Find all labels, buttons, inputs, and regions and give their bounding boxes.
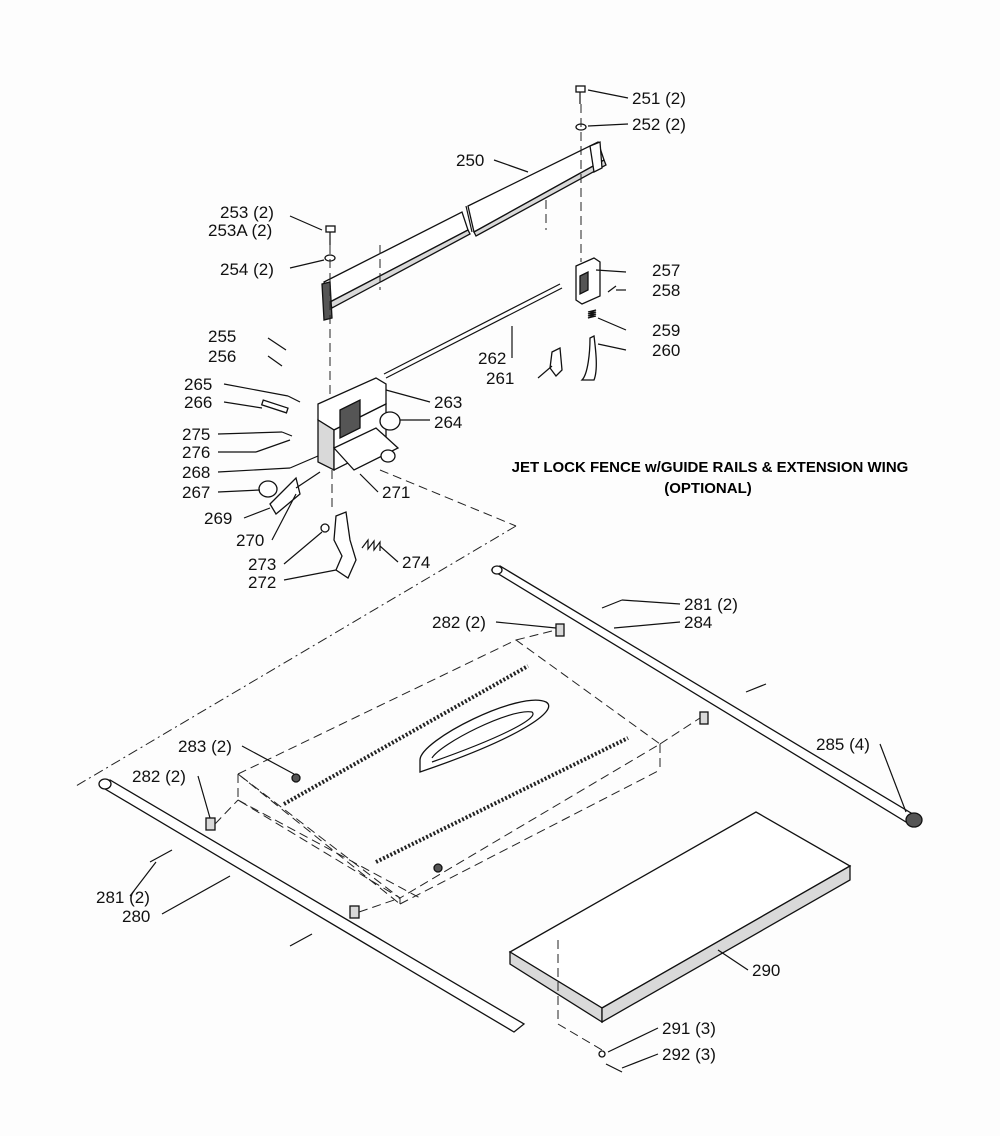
label-256: 256 (208, 347, 236, 366)
front-rail-280 (98, 778, 526, 1033)
end-cap-285 (905, 812, 923, 828)
label-269: 269 (204, 509, 232, 528)
saw-table (237, 639, 661, 906)
front-lock-head-263 (317, 377, 400, 472)
label-258: 258 (652, 281, 680, 300)
label-251: 251 (2) (632, 89, 686, 108)
spring-259 (587, 309, 597, 319)
label-253a: 253A (2) (208, 221, 272, 240)
label-257: 257 (652, 261, 680, 280)
label-262: 262 (478, 349, 506, 368)
label-274: 274 (402, 553, 430, 572)
screw-276 (255, 439, 291, 453)
label-292: 292 (3) (662, 1045, 716, 1064)
label-254: 254 (2) (220, 260, 274, 279)
shaft-270 (295, 471, 321, 489)
label-255: 255 (208, 327, 236, 346)
label-276: 276 (182, 443, 210, 462)
extension-wing-290 (508, 811, 852, 1024)
label-281-rear: 281 (2) (684, 595, 738, 614)
pin-258 (607, 285, 617, 293)
label-263: 263 (434, 393, 462, 412)
label-261: 261 (486, 369, 514, 388)
label-267: 267 (182, 483, 210, 502)
label-282-rear: 282 (2) (432, 613, 486, 632)
label-259: 259 (652, 321, 680, 340)
label-275: 275 (182, 425, 210, 444)
label-284: 284 (684, 613, 712, 632)
bolt-281-front (149, 849, 173, 863)
shaft-268 (289, 455, 319, 469)
clip-261 (549, 346, 563, 377)
screw-253 (325, 225, 336, 245)
diagram-title: JET LOCK FENCE w/GUIDE RAILS & EXTENSION… (512, 459, 909, 476)
pin-275 (281, 431, 293, 437)
label-282-front: 282 (2) (132, 767, 186, 786)
bracket-282-front (205, 817, 216, 831)
label-265: 265 (184, 375, 212, 394)
label-290: 290 (752, 961, 780, 980)
knob-264 (379, 411, 401, 431)
label-260: 260 (652, 341, 680, 360)
label-266: 266 (184, 393, 212, 412)
spring-274 (361, 538, 381, 552)
label-291: 291 (3) (662, 1019, 716, 1038)
bolt-281-rear (601, 599, 623, 609)
rod-262 (383, 283, 561, 375)
cam-272 (333, 511, 357, 579)
pin-265 (287, 395, 301, 403)
label-268: 268 (182, 463, 210, 482)
handle-269 (269, 476, 301, 515)
label-272: 272 (248, 573, 276, 592)
label-253: 253 (2) (220, 203, 274, 222)
screw-292 (605, 1063, 623, 1073)
screw-251 (575, 85, 586, 104)
label-273: 273 (248, 555, 276, 574)
stud-283 (291, 773, 301, 783)
roller-271 (380, 449, 396, 463)
leader-lines (129, 89, 907, 1069)
label-283: 283 (2) (178, 737, 232, 756)
label-250: 250 (456, 151, 484, 170)
label-285: 285 (4) (816, 735, 870, 754)
hook-260 (580, 335, 597, 381)
label-252: 252 (2) (632, 115, 686, 134)
label-270: 270 (236, 531, 264, 550)
fence-body-250 (321, 141, 607, 321)
washer-291 (598, 1050, 606, 1058)
pin-273 (320, 523, 330, 533)
bracket-282-rear (555, 623, 565, 637)
label-280: 280 (122, 907, 150, 926)
knob-267 (258, 480, 278, 498)
diagram-subtitle: (OPTIONAL) (664, 480, 752, 497)
label-271: 271 (382, 483, 410, 502)
pin-266 (260, 399, 289, 414)
label-264: 264 (434, 413, 462, 432)
label-281-front: 281 (2) (96, 888, 150, 907)
rear-lock-block-257 (575, 257, 601, 305)
